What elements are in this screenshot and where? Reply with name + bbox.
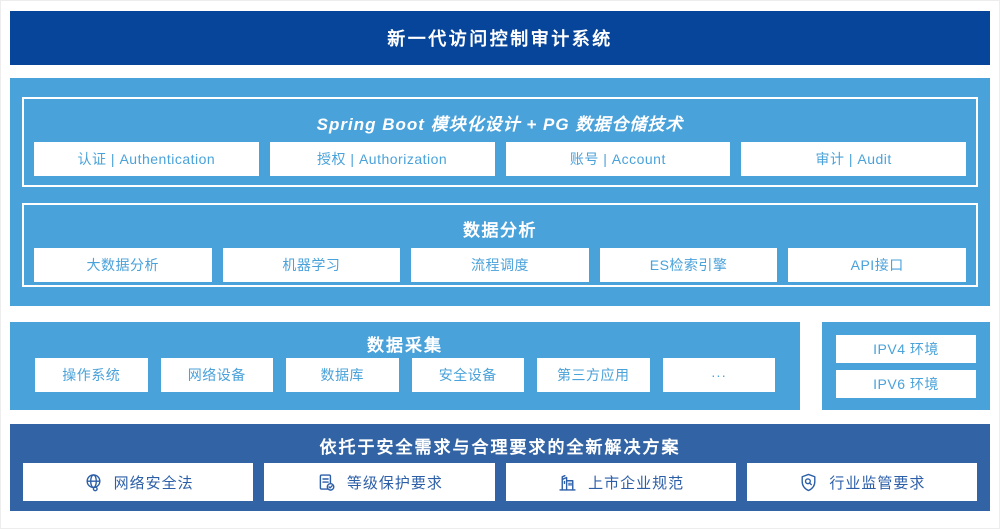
solution-listed-company-standard: 上市企业规范 <box>505 463 736 501</box>
source-third-party-app: 第三方应用 <box>537 358 650 392</box>
module-authorization: 授权 | Authorization <box>269 142 495 176</box>
source-security-device: 安全设备 <box>411 358 524 392</box>
solution-item-label: 上市企业规范 <box>588 474 685 492</box>
solution-item-label: 网络安全法 <box>113 474 194 492</box>
solution-graded-protection: 等级保护要求 <box>264 463 495 501</box>
module-workflow-scheduling: 流程调度 <box>411 248 589 282</box>
data-collection-title: 数据采集 <box>367 336 443 355</box>
solution-item-label: 等级保护要求 <box>346 474 443 492</box>
solution-cybersecurity-law: 网络安全法 <box>23 463 254 501</box>
solution-industry-regulation: 行业监管要求 <box>746 463 977 501</box>
module-api-interface: API接口 <box>788 248 966 282</box>
data-analysis-section-title: 数据分析 <box>463 221 537 240</box>
solution-item-label: 行业监管要求 <box>829 474 926 492</box>
platform-panel: Spring Boot 模块化设计 + PG 数据仓储技术 认证 | Authe… <box>10 78 990 306</box>
source-database: 数据库 <box>286 358 399 392</box>
document-check-icon <box>316 472 337 493</box>
module-es-search-engine: ES检索引擎 <box>599 248 778 282</box>
env-ipv4: IPV4 环境 <box>836 334 976 363</box>
analysis-module-row: 大数据分析 机器学习 流程调度 ES检索引擎 API接口 <box>24 245 976 282</box>
source-operating-system: 操作系统 <box>35 358 148 392</box>
env-ipv6: IPV6 环境 <box>836 369 976 398</box>
solution-title: 依托于安全需求与合理要求的全新解决方案 <box>319 438 681 457</box>
module-bigdata-analysis: 大数据分析 <box>34 248 212 282</box>
module-audit: 审计 | Audit <box>741 142 966 176</box>
header-banner: 新一代访问控制审计系统 <box>10 11 990 65</box>
globe-icon <box>83 472 104 493</box>
solution-item-row: 网络安全法 等级保护要求 <box>10 461 990 501</box>
source-network-device: 网络设备 <box>160 358 273 392</box>
module-machine-learning: 机器学习 <box>222 248 401 282</box>
spring-module-row: 认证 | Authentication 授权 | Authorization 账… <box>24 139 976 176</box>
source-more-ellipsis: ··· <box>662 358 775 392</box>
data-collection-panel: 数据采集 操作系统 网络设备 数据库 安全设备 第三方应用 ··· <box>10 322 800 410</box>
page-title: 新一代访问控制审计系统 <box>387 29 613 49</box>
building-icon <box>557 472 578 493</box>
collection-source-row: 操作系统 网络设备 数据库 安全设备 第三方应用 ··· <box>10 358 800 392</box>
shield-search-icon <box>798 472 819 493</box>
module-account: 账号 | Account <box>505 142 731 176</box>
data-analysis-section: 数据分析 大数据分析 机器学习 流程调度 ES检索引擎 API接口 <box>22 203 978 287</box>
spring-boot-section: Spring Boot 模块化设计 + PG 数据仓储技术 认证 | Authe… <box>22 97 978 187</box>
environment-panel: IPV4 环境 IPV6 环境 <box>822 322 990 410</box>
module-authentication: 认证 | Authentication <box>34 142 259 176</box>
solution-panel: 依托于安全需求与合理要求的全新解决方案 网络安全法 <box>10 424 990 511</box>
spring-boot-section-title: Spring Boot 模块化设计 + PG 数据仓储技术 <box>316 115 684 134</box>
